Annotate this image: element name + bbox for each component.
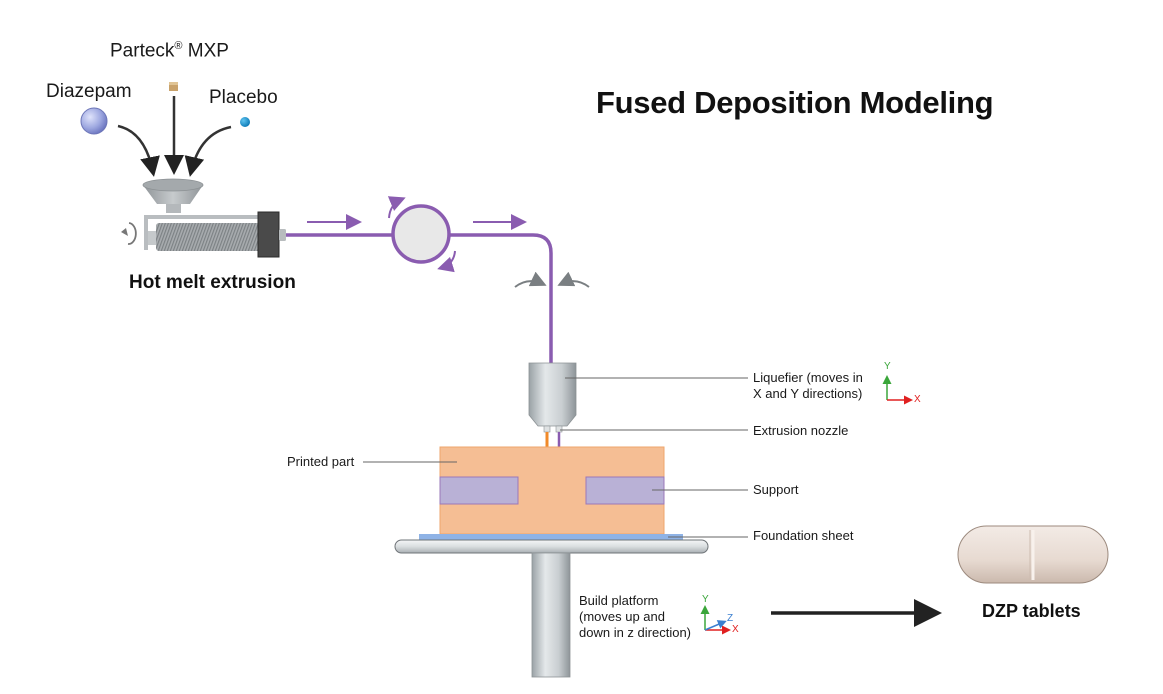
liquefier-callout-line2: X and Y directions) [753, 386, 863, 401]
platform-callout: Build platform (moves up and down in z d… [579, 593, 691, 641]
page-title: Fused Deposition Modeling [596, 85, 994, 120]
platform-axis-y-label: Y [702, 594, 709, 605]
pinch-arrow-left [514, 271, 547, 288]
foundation-sheet [419, 534, 683, 540]
rotation-arrow-icon [121, 222, 137, 245]
parteck-label: Parteck® MXP [110, 40, 229, 62]
platform-axis-x-label: X [732, 624, 739, 635]
extruder-barrel [144, 211, 286, 258]
feed-arrow-diazepam [117, 124, 160, 177]
build-plate [394, 539, 709, 554]
axis-y-label: Y [884, 361, 891, 372]
pinch-arrow-right [557, 271, 590, 288]
printed-part-callout: Printed part [287, 454, 355, 469]
filament-line [286, 233, 553, 363]
hopper-funnel-icon [142, 178, 204, 213]
platform-callout-line2: (moves up and [579, 609, 665, 624]
platform-callout-line3: down in z direction) [579, 625, 691, 640]
placebo-label: Placebo [209, 87, 278, 108]
platform-stem [531, 552, 571, 678]
diazepam-sphere-icon [80, 107, 108, 135]
parteck-cube-icon [169, 82, 178, 91]
support-left [439, 476, 519, 505]
drive-roller-icon [391, 204, 451, 264]
platform-axis-z-label: Z [727, 613, 734, 624]
liquefier [528, 362, 577, 448]
hme-label: Hot melt extrusion [129, 272, 296, 293]
platform-callout-line1: Build platform [579, 593, 659, 608]
support-right [585, 476, 665, 505]
foundation-callout: Foundation sheet [753, 528, 854, 543]
xy-axis-icon [882, 375, 913, 405]
dzp-tablet-icon [957, 525, 1109, 584]
diazepam-label: Diazepam [46, 81, 132, 102]
liquefier-callout-line1: Liquefier (moves in [753, 370, 863, 385]
roller-rotation-arrow-top [387, 196, 406, 219]
roller-rotation-arrow-bottom [437, 250, 456, 273]
axis-x-label: X [914, 394, 921, 405]
nozzle-callout: Extrusion nozzle [753, 423, 849, 438]
support-callout: Support [753, 482, 799, 497]
liquefier-callout: Liquefier (moves in X and Y directions) [753, 370, 863, 402]
xyz-axis-icon [700, 605, 731, 635]
placebo-sphere-icon [240, 117, 250, 127]
tablets-label: DZP tablets [982, 601, 1081, 621]
feed-arrow-placebo [184, 125, 232, 177]
